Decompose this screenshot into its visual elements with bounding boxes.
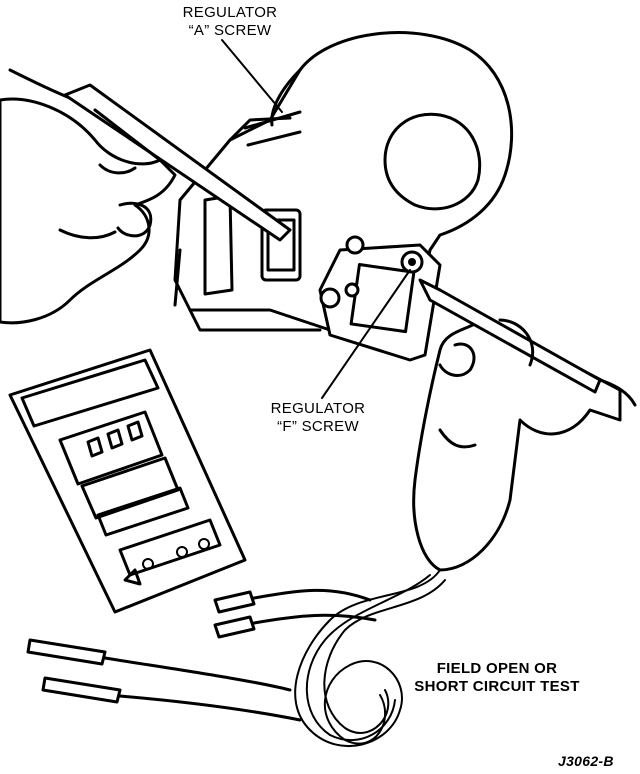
digital-multimeter [8, 348, 247, 614]
regulator-f-screw-label: REGULATOR “F” SCREW [248, 400, 388, 436]
figure-code: J3062-B [558, 753, 614, 769]
test-title-line1: FIELD OPEN OR [436, 660, 558, 677]
test-leads [26, 569, 446, 747]
label-leaders [221, 39, 411, 399]
alternator-housing [173, 31, 514, 362]
regulator-a-line1: REGULATOR [182, 4, 278, 21]
regulator-a-line2: “A” SCREW [188, 22, 272, 39]
left-hand-with-probe [0, 68, 292, 325]
test-title-line2: SHORT CIRCUIT TEST [414, 678, 580, 695]
regulator-f-line1: REGULATOR [270, 400, 366, 417]
test-title: FIELD OPEN OR SHORT CIRCUIT TEST [392, 660, 602, 696]
regulator-f-line2: “F” SCREW [277, 418, 359, 435]
right-hand-with-probe [412, 278, 637, 572]
regulator-a-screw-label: REGULATOR “A” SCREW [160, 4, 300, 40]
